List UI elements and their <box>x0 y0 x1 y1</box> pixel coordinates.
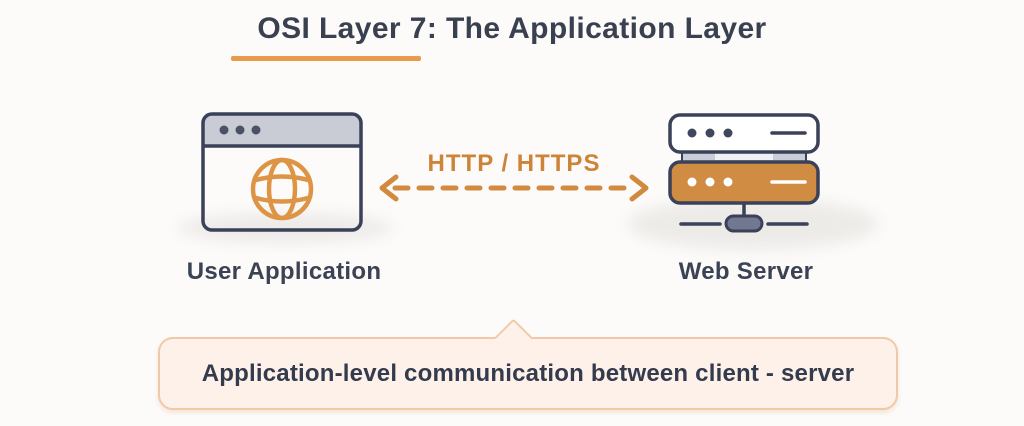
server-bottom-dots <box>687 177 733 187</box>
client-label: User Application <box>186 258 382 285</box>
title-underline <box>231 56 421 61</box>
caption-text: Application-level communication between … <box>201 359 855 387</box>
bidirectional-arrow-icon <box>377 174 651 202</box>
server-stack-icon <box>667 113 821 238</box>
network-node-icon <box>679 203 809 233</box>
server-label: Web Server <box>678 258 814 285</box>
callout-pointer-icon <box>494 318 533 357</box>
window-control-dots <box>219 125 261 135</box>
caption-callout: Application-level communication between … <box>158 318 898 410</box>
browser-window-icon <box>201 112 363 237</box>
protocol-label: HTTP / HTTPS <box>427 150 601 177</box>
page-title: OSI Layer 7: The Application Layer <box>257 12 767 45</box>
globe-icon <box>250 157 314 221</box>
server-top-dots <box>687 128 733 138</box>
